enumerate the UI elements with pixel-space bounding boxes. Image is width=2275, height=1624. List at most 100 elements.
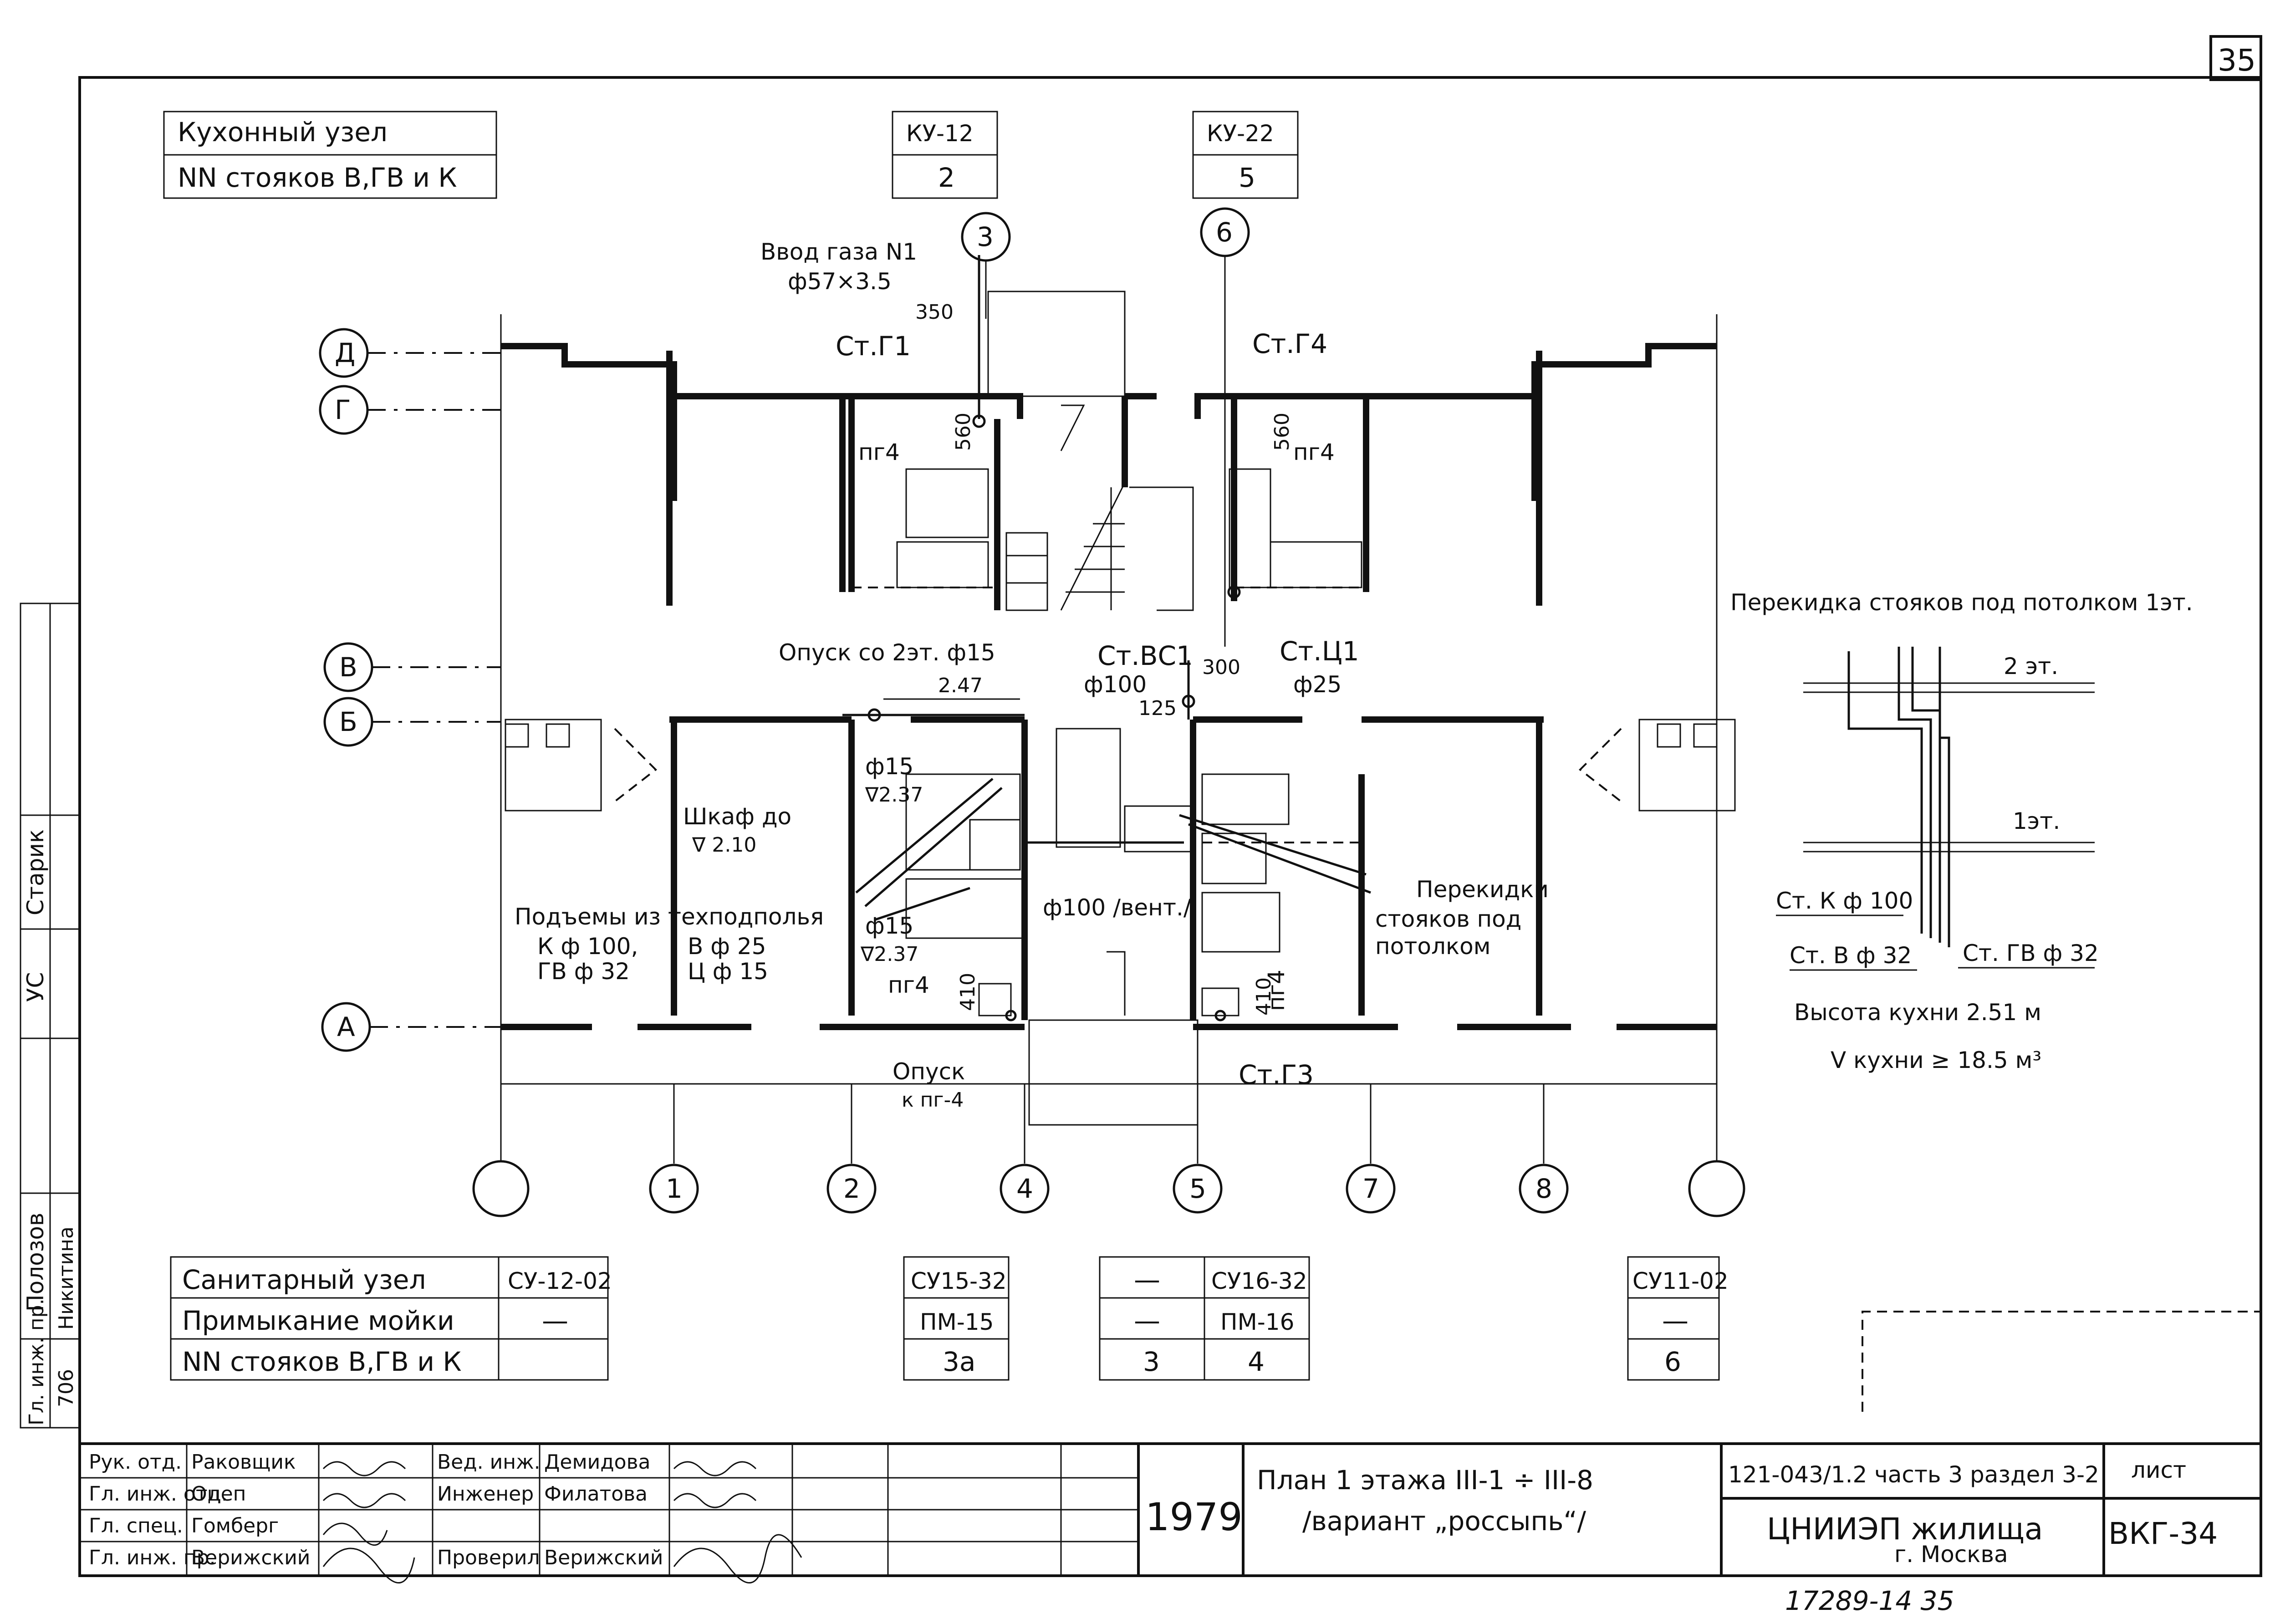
dim-125: 125 (1138, 697, 1177, 720)
kitchen-table-row2: NN стояков В,ГВ и К (178, 162, 457, 193)
perekidki-label-1: Перекидки (1416, 876, 1549, 903)
st-c1-diameter: ф25 (1293, 671, 1342, 698)
gas-inlet-label: Ввод газа N1 (760, 239, 917, 265)
vent-label: ф100 /вент./ (1043, 894, 1191, 921)
dim-300: 300 (1202, 656, 1240, 679)
staff2-role-1: Инженер (437, 1482, 534, 1506)
c15-label: Ц ф 15 (688, 958, 768, 985)
side-title2: 706 (55, 1369, 78, 1407)
col-axis-1 (649, 1164, 699, 1214)
title-city: г. Москва (1894, 1541, 2008, 1568)
staff-role-3: Гл. инж. пр. (89, 1546, 216, 1569)
title-org: ЦНИИЭП жилища (1767, 1512, 2043, 1547)
san-c3-adj: ПМ-16 (1220, 1309, 1294, 1335)
san-row1: Санитарный узел (182, 1264, 426, 1295)
san-c3-num: 4 (1248, 1346, 1265, 1377)
signature-6 (673, 1534, 802, 1583)
detail-title: Перекидка стояков под потолком 1эт. (1730, 589, 2193, 616)
title-sheet-label: лист (2131, 1457, 2186, 1483)
san-c2-num: 3 (1143, 1346, 1160, 1377)
title-code: 121-043/1.2 часть 3 раздел 3-2 (1728, 1461, 2099, 1488)
staff2-role-0: Вед. инж. (437, 1450, 541, 1474)
row-axis-B: Б (323, 697, 501, 747)
top-bubble-6: 6 (1200, 207, 1250, 257)
san-row2: Примыкание мойки (182, 1305, 454, 1336)
gv32-label: ГВ ф 32 (537, 958, 630, 985)
svg-text:Д: Д (335, 337, 355, 368)
signature-4 (673, 1461, 757, 1476)
detail-floor2: 2 эт. (2004, 653, 2058, 679)
detail-st-v: Ст. В ф 32 (1790, 942, 1912, 969)
signature-5 (673, 1493, 757, 1508)
signature-0 (322, 1461, 406, 1476)
col-axis-right-blank (1688, 1160, 1745, 1217)
row-axis-V: В (323, 642, 501, 692)
st-vs1-label: Ст.ВС1 (1097, 640, 1193, 671)
side-role1: Старик (22, 829, 49, 915)
pg4-top-left: пг4 (858, 439, 900, 465)
level-237-upper: ∇2.37 (865, 783, 923, 807)
stamp-number: 17289-14 35 (1785, 1585, 1954, 1616)
row-axis-D: Д (319, 328, 501, 378)
kitchen-table: Кухонный узел NN стояков В,ГВ и К КУ-12 … (163, 111, 1299, 199)
svg-text:1: 1 (666, 1173, 683, 1204)
sanitary-table: Санитарный узел Примыкание мойки NN стоя… (170, 1256, 1729, 1381)
san-c1-num: 3а (943, 1346, 975, 1377)
sheet-number-box (2209, 35, 2262, 81)
kitchen-table-row1: Кухонный узел (178, 117, 388, 148)
san-c4-num: 6 (1664, 1346, 1681, 1377)
san-c2-code: — (1134, 1264, 1160, 1295)
title-year: 1979 (1145, 1495, 1243, 1539)
san-row3: NN стояков В,ГВ и К (182, 1346, 462, 1377)
svg-text:А: А (337, 1011, 355, 1042)
staff-name-3: Верижский (191, 1546, 310, 1569)
opusk-pg-label: Опуск (893, 1058, 965, 1085)
detail-st-k: Ст. К ф 100 (1776, 888, 1913, 914)
col-axis-5 (1173, 1164, 1223, 1214)
side-strip: Старик УС Полозов Никитина Гл. инж. пр. … (20, 603, 81, 1429)
col-axis-left-blank (472, 1160, 530, 1217)
row-axis-A: А (321, 1002, 501, 1052)
side-name1: Полозов (22, 1213, 49, 1312)
shkaf-label: Шкаф до (683, 803, 791, 830)
col-axis-8 (1519, 1164, 1569, 1214)
title-line2: /вариант „россыпь“/ (1302, 1506, 1586, 1537)
san-c1-adj: ПМ-15 (920, 1309, 994, 1335)
staff-role-0: Рук. отд. (89, 1450, 182, 1474)
svg-text:7: 7 (1362, 1173, 1379, 1204)
st-vs1-diameter: ф100 (1084, 671, 1147, 698)
staff-role-2: Гл. спец. (89, 1514, 183, 1537)
svg-text:Г: Г (335, 394, 351, 425)
perekidki-label-3: потолком (1375, 933, 1490, 960)
detail-volume: V кухни ≥ 18.5 м³ (1831, 1047, 2041, 1073)
st-g1-label: Ст.Г1 (836, 331, 911, 362)
st-g4-label: Ст.Г4 (1252, 328, 1327, 359)
ku22-code: КУ-22 (1207, 120, 1274, 147)
san-c2-adj: — (1134, 1305, 1160, 1336)
san-c1-code: СУ15-32 (911, 1268, 1007, 1294)
f15-lower: ф15 (865, 913, 913, 939)
title-sheet-id: ВКГ-34 (2108, 1516, 2218, 1551)
signature-1 (322, 1493, 406, 1508)
col-axis-4 (1000, 1164, 1050, 1214)
plan-labels: Ст.Г1 Ст.Г4 пг4 пг4 560 560 Опуск со 2эт… (515, 328, 1549, 1112)
top-bubble-3: 3 (961, 212, 1011, 262)
title-line1: План 1 этажа III-1 ÷ III-8 (1257, 1465, 1593, 1496)
side-name2: Никитина (55, 1226, 78, 1330)
level-237-lower: ∇2.37 (860, 943, 918, 966)
dim-410-left: 410 (956, 973, 979, 1011)
san-c0-adj: — (542, 1305, 568, 1336)
svg-text:5: 5 (1189, 1173, 1206, 1204)
stamp-area-outline (1862, 1311, 2261, 1412)
pg4-top-right: пг4 (1293, 439, 1335, 465)
svg-text:В: В (339, 652, 357, 683)
svg-text:Б: Б (339, 706, 357, 737)
staff2-name-0: Демидова (544, 1450, 650, 1474)
detail-floor1: 1эт. (2013, 808, 2060, 834)
staff-role-1: Гл. инж. отд. (89, 1482, 228, 1506)
dim-560-left: 560 (952, 413, 975, 451)
san-c4-code: СУ11-02 (1632, 1268, 1729, 1294)
svg-text:3: 3 (977, 221, 994, 252)
side-title1: Гл. инж. пр. (25, 1298, 48, 1425)
dim-410-right: 410 (1252, 977, 1275, 1016)
